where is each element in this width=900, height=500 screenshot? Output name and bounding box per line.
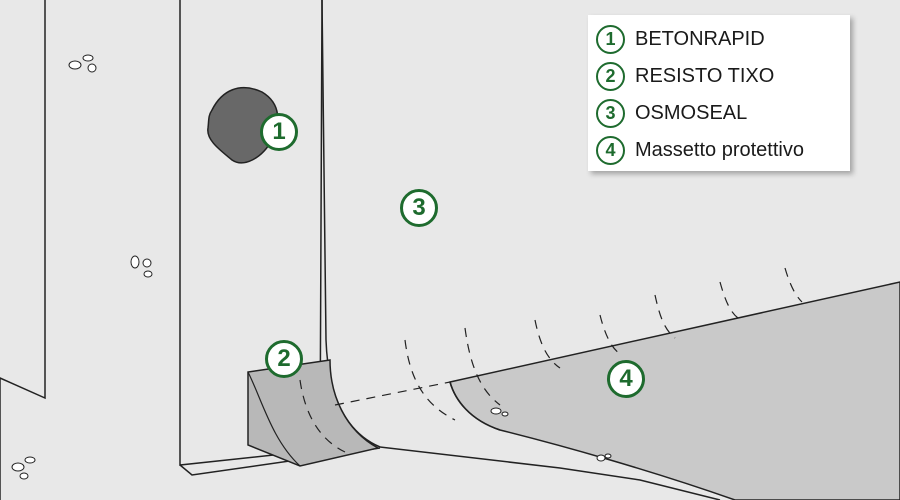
betonrapid-patch xyxy=(207,87,279,164)
callout-4: 4 xyxy=(607,360,645,398)
legend-number: 1 xyxy=(596,25,625,54)
hidden-lines xyxy=(299,267,803,453)
legend-label: OSMOSEAL xyxy=(635,102,748,124)
screed-front-edge xyxy=(449,381,501,431)
callout-2: 2 xyxy=(265,340,303,378)
legend: 1 BETONRAPID 2 RESISTO TIXO 3 OSMOSEAL 4… xyxy=(588,15,850,171)
legend-item: 4 Massetto protettivo xyxy=(596,132,850,169)
fillet-inner-curve xyxy=(247,371,301,467)
legend-number: 2 xyxy=(596,62,625,91)
legend-label: RESISTO TIXO xyxy=(635,65,775,87)
legend-label: BETONRAPID xyxy=(635,28,765,50)
stone-marks xyxy=(11,54,612,480)
legend-label: Massetto protettivo xyxy=(635,139,804,161)
legend-item: 2 RESISTO TIXO xyxy=(596,58,850,95)
legend-item: 1 BETONRAPID xyxy=(596,21,850,58)
callout-3: 3 xyxy=(400,189,438,227)
fillet-resisto-tixo xyxy=(247,359,381,467)
legend-number: 3 xyxy=(596,99,625,128)
wall-base-line xyxy=(379,446,721,500)
legend-item: 3 OSMOSEAL xyxy=(596,95,850,132)
callout-1: 1 xyxy=(260,113,298,151)
left-wall-face xyxy=(0,0,46,500)
legend-number: 4 xyxy=(596,136,625,165)
